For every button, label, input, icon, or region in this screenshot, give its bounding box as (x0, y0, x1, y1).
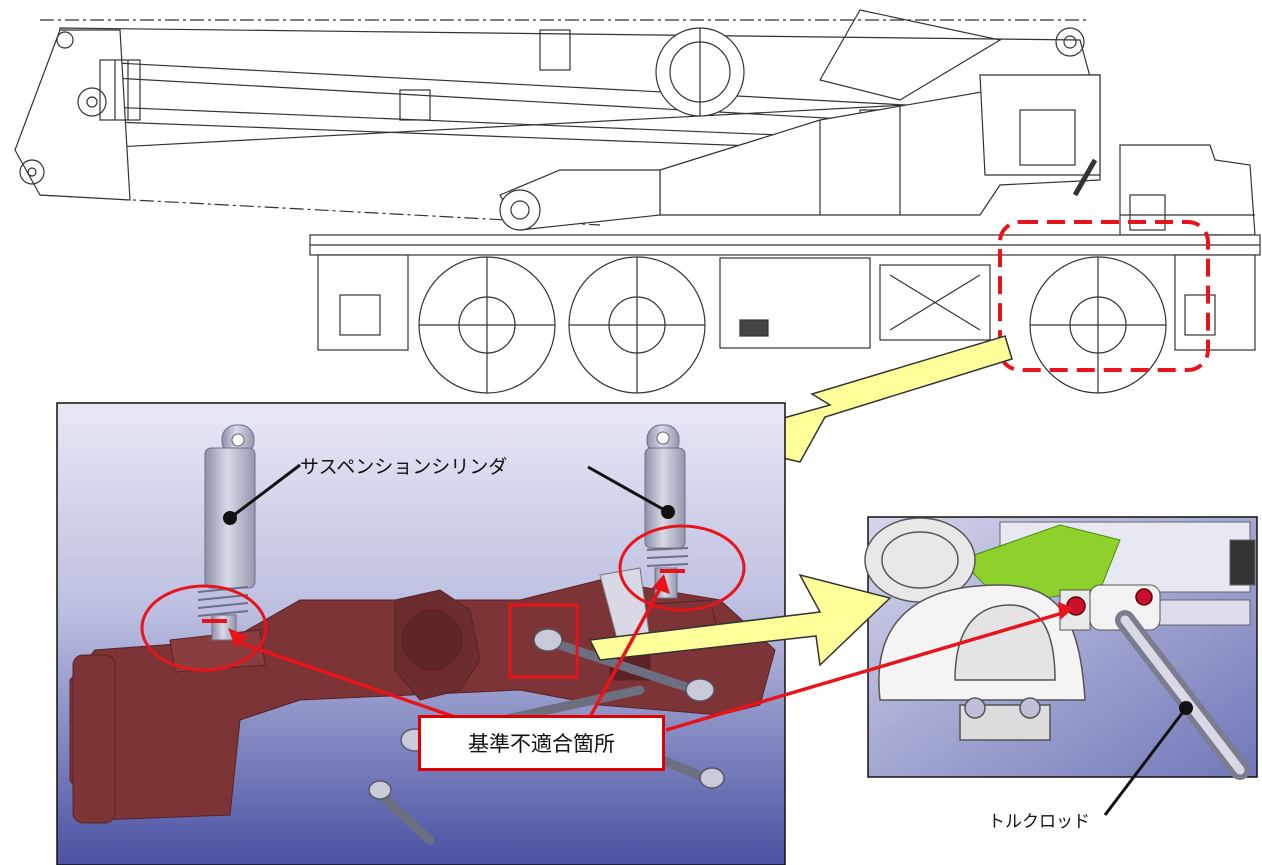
torque-rod (1059, 584, 1250, 780)
differential-housing (864, 517, 1086, 741)
crane-turret (499, 9, 1101, 231)
callout-square (508, 603, 579, 679)
torque-rod-render-panel (864, 516, 1258, 816)
leader-lines (229, 463, 669, 520)
wheel-2 (568, 256, 706, 394)
nonconforming-location-label: 基準不適合箇所 (418, 715, 665, 771)
wheel-3 (1029, 256, 1167, 394)
torque-rod-label: トルクロッド (988, 812, 1090, 832)
red-bolt-1 (1066, 596, 1086, 616)
crane-boom-head (14, 29, 141, 201)
callout-arrow-lower (588, 573, 892, 667)
callout-circle-left (140, 584, 268, 672)
suspension-cylinder-label: サスペンションシリンダ (300, 456, 508, 478)
crane-boom (39, 19, 1096, 226)
crane-chassis (309, 234, 1261, 351)
wheel-1 (418, 256, 556, 394)
red-bolt-2 (1135, 588, 1153, 606)
crane-wheels (418, 256, 1167, 394)
crane-drawing (14, 9, 1261, 394)
red-connector-lines (231, 584, 1067, 732)
highlight-dashed-box (998, 220, 1210, 372)
callout-circle-right (618, 524, 746, 612)
